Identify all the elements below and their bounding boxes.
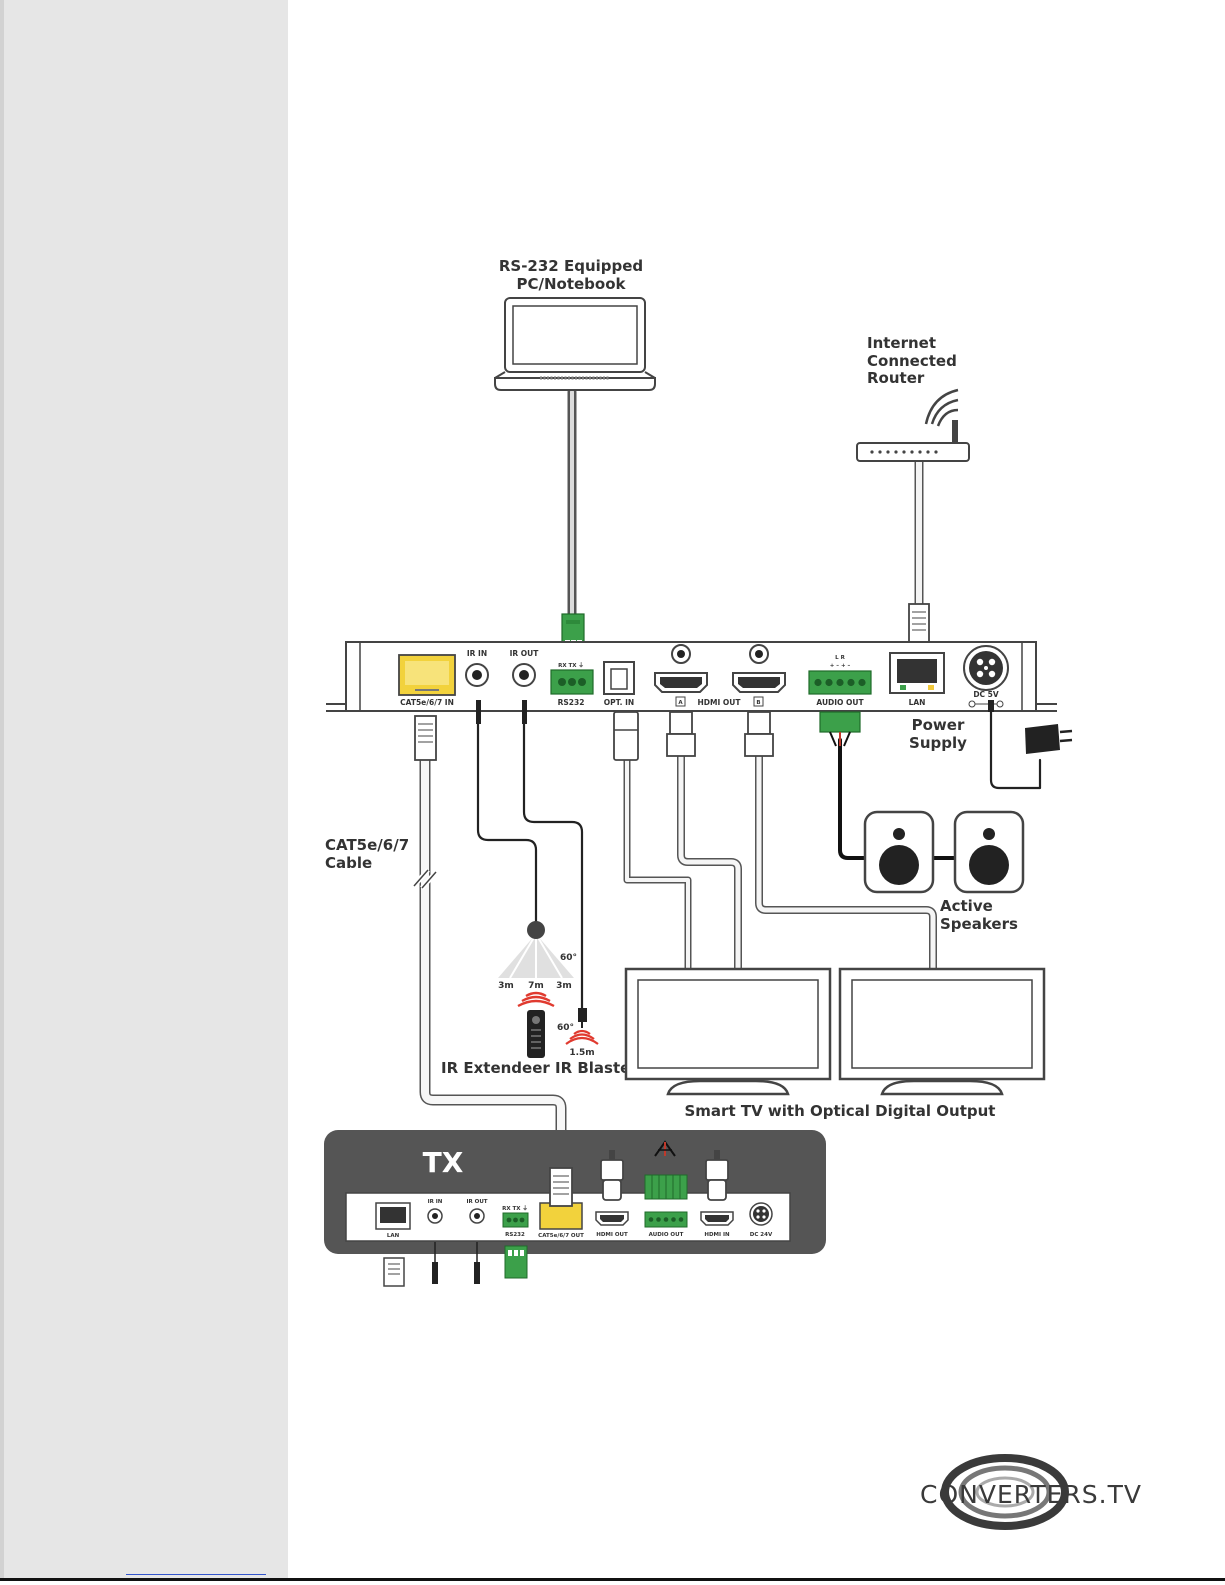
tx-hdmi-in-label: HDMI IN <box>704 1232 730 1238</box>
rx-hdmi-a-plug-icon <box>666 711 696 757</box>
rx-dc-plug-icon <box>988 700 994 712</box>
converters-tv-logo <box>941 1454 1069 1530</box>
rx-ir-in-label: IR IN <box>467 649 487 658</box>
tx-audio-out-label: AUDIO OUT <box>649 1232 684 1238</box>
speaker-left-icon <box>863 810 935 894</box>
tx-audio-plug-icon <box>644 1140 688 1200</box>
speakers-label-line1: Active <box>940 897 993 915</box>
tx-rs232-port <box>502 1212 529 1228</box>
cable-label-line1: CAT5e/6/7 <box>325 836 409 854</box>
power-label-line2: Supply <box>909 734 967 752</box>
lan-plug-icon <box>908 603 930 645</box>
rx-hdmi-b-port <box>732 672 786 693</box>
tx-rs232-pins-label: RX TX ⏚ <box>502 1205 528 1212</box>
ir-blaster-cable <box>522 698 584 1012</box>
tx-ir-out-label: IR OUT <box>466 1199 487 1205</box>
ir-blaster-signal-icon <box>565 1029 599 1045</box>
tx-rs232-label: RS232 <box>505 1232 525 1238</box>
rx-audio-signs-label: + – + – <box>830 663 851 669</box>
ir-extender-cable <box>476 698 538 924</box>
rx-hdmi-a-port <box>654 672 708 693</box>
rx-ir-out-plug-icon <box>522 700 527 724</box>
remote-control-icon <box>527 1010 545 1058</box>
rx-cat-port <box>398 654 456 696</box>
page-sidebar <box>0 0 288 1580</box>
rx-dc-label: DC 5V <box>973 690 999 699</box>
tx-dc-port <box>749 1202 773 1226</box>
rx-audio-plug-icon <box>819 711 861 747</box>
rx-optical-port <box>603 661 635 695</box>
tx-hdmi-in-plug-icon <box>705 1150 729 1201</box>
cables <box>419 387 1042 1178</box>
rx-lan-port <box>889 652 945 694</box>
tx-lan-label: LAN <box>387 1233 400 1239</box>
rx-rs232-port <box>550 669 594 695</box>
pc-label-line2: PC/Notebook <box>516 275 626 293</box>
rx-audio-pins-label: L R <box>835 655 845 661</box>
ir-center-range-label: 7m <box>528 981 544 991</box>
cable-label-line2: Cable <box>325 854 372 872</box>
rx-rs232-pins-label: RX TX ⏚ <box>558 662 584 669</box>
tx-ir-out-plug-icon <box>474 1242 480 1284</box>
ir-signal-icon <box>517 991 555 1008</box>
speaker-right-icon <box>953 810 1025 894</box>
router-icon <box>856 388 970 462</box>
power-label-line1: Power <box>912 716 965 734</box>
rx-hdmi-a-letter: A <box>678 700 683 706</box>
tx-rs232-plug-icon <box>504 1245 528 1279</box>
tx-audio-out-port <box>644 1211 688 1228</box>
tx-hdmi-out-port <box>595 1211 629 1226</box>
speaker-cable <box>838 738 870 860</box>
ir-blaster-icon <box>578 1008 587 1028</box>
tx-lan-port <box>375 1202 411 1230</box>
router-label-line2: Connected <box>867 352 957 370</box>
tv-label: Smart TV with Optical Digital Output <box>685 1102 996 1120</box>
tv-left-icon <box>624 967 832 1096</box>
rx-lan-label: LAN <box>909 698 926 707</box>
tx-hdmi-in-port <box>700 1211 734 1226</box>
laptop-icon <box>494 297 656 391</box>
tx-cat-port <box>539 1202 583 1230</box>
tx-ir-in-plug-icon <box>432 1242 438 1284</box>
ir-left-range-label: 3m <box>498 981 514 991</box>
tx-cat-label: CAT5e/6/7 OUT <box>538 1233 584 1239</box>
ir-label: IR Extendeer IR Blaster <box>441 1059 638 1077</box>
rx-rs232-label: RS232 <box>558 698 585 707</box>
rx-ir-out-label: IR OUT <box>510 649 540 658</box>
page-bottom-rule <box>0 1578 1225 1581</box>
rx-optical-plug-icon <box>613 711 639 761</box>
rx-hdmi-b-letter: B <box>756 700 760 706</box>
rx-cat-label: CAT5e/6/7 IN <box>400 698 454 707</box>
tv-right-icon <box>838 967 1046 1096</box>
tx-hdmi-out-label: HDMI OUT <box>596 1232 628 1238</box>
logo-text: CONVERTERS.TV <box>920 1480 1142 1509</box>
rx-optical-label: OPT. IN <box>604 698 634 707</box>
rx-audio-out-label: AUDIO OUT <box>816 698 864 707</box>
ir-blaster-angle-label: 60° <box>557 1023 574 1033</box>
rx-dc-port <box>963 645 1009 691</box>
tx-lan-plug-icon <box>383 1257 405 1287</box>
rx-cat-plug-icon <box>414 715 437 761</box>
speakers-label-line2: Speakers <box>940 915 1018 933</box>
tx-cat-plug-icon <box>549 1167 573 1207</box>
rx-ir-in-plug-icon <box>476 700 481 724</box>
ir-right-range-label: 3m <box>556 981 572 991</box>
tx-dc-label: DC 24V <box>750 1232 773 1238</box>
rx-hdmi-out-label: HDMI OUT <box>698 698 742 707</box>
rx-audio-out-port <box>808 670 872 695</box>
ir-angle-label: 60° <box>560 953 577 963</box>
pc-label-line1: RS-232 Equipped <box>499 257 643 275</box>
tx-hdmi-out-plug-icon <box>600 1150 624 1201</box>
power-cable <box>989 698 1042 790</box>
tx-ir-in-label: IR IN <box>428 1199 443 1205</box>
tx-label: TX <box>423 1146 464 1179</box>
ir-blaster-range-label: 1.5m <box>569 1048 594 1058</box>
router-label-line1: Internet <box>867 334 936 352</box>
router-label-line3: Router <box>867 369 925 387</box>
ir-receiver-icon <box>498 921 574 979</box>
power-adapter-icon <box>1025 724 1073 754</box>
footer-link-underline <box>126 1574 266 1575</box>
rx-hdmi-b-plug-icon <box>744 711 774 757</box>
